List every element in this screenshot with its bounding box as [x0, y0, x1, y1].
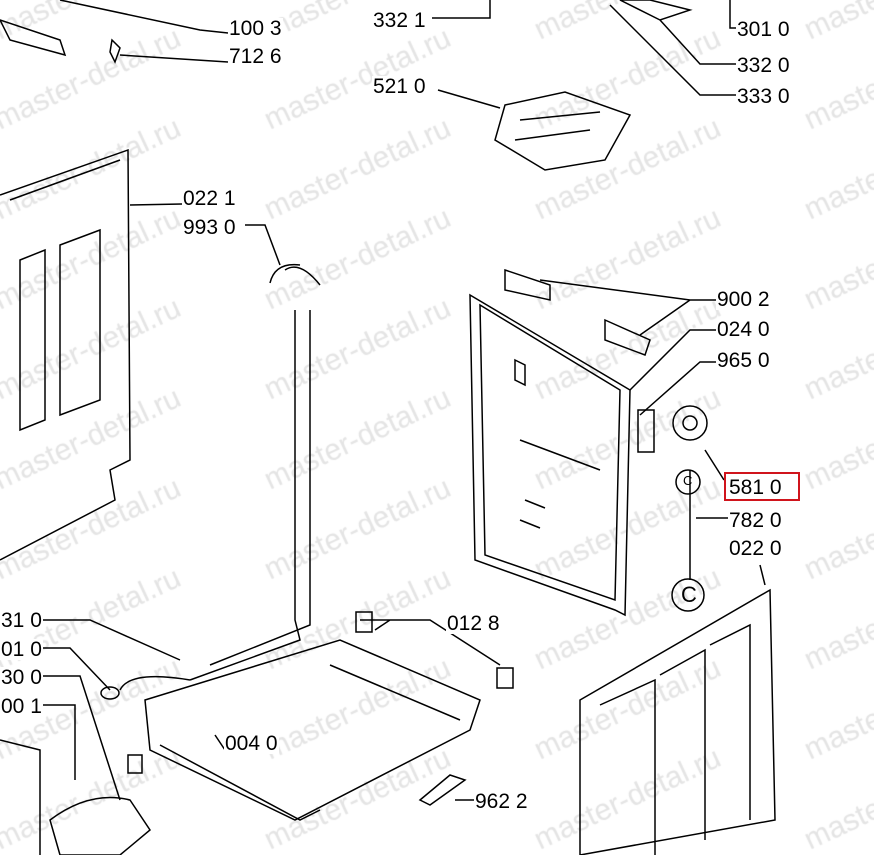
- circle-marker-c1: [675, 469, 701, 495]
- label-962-2[interactable]: 962 2: [474, 790, 529, 813]
- label-965-0[interactable]: 965 0: [716, 349, 771, 372]
- foot-012-8: [355, 611, 373, 633]
- base-frame-004-0: [144, 639, 481, 821]
- label-301-0[interactable]: 301 0: [736, 18, 791, 41]
- highlight-box: [724, 472, 800, 501]
- label-332-1[interactable]: 332 1: [372, 9, 427, 32]
- foot: [127, 754, 143, 774]
- leader-332-1: [432, 0, 491, 19]
- leader-993-0: [129, 203, 281, 266]
- circle-marker-c2: [671, 578, 705, 612]
- label-100-3[interactable]: 100 3: [228, 17, 283, 40]
- circle-label-c2: C: [681, 582, 697, 607]
- part-581-0: [672, 405, 708, 441]
- leader-581-782: [689, 449, 766, 586]
- back-panel: [469, 293, 631, 617]
- label-712-6[interactable]: 712 6: [228, 45, 283, 68]
- side-panel-left: [0, 148, 131, 561]
- part-332-0: [609, 0, 736, 96]
- label-333-0[interactable]: 333 0: [736, 85, 791, 108]
- part-712-6: [109, 38, 229, 64]
- label-782-0[interactable]: 782 0: [728, 509, 783, 532]
- leader-lines-left: [30, 619, 181, 801]
- label-022-1[interactable]: 022 1: [182, 187, 237, 210]
- back-panel-detail: [514, 358, 601, 529]
- leader-521-0: [437, 89, 501, 109]
- leader-lines-right: [539, 279, 716, 416]
- label-022-0[interactable]: 022 0: [728, 537, 783, 560]
- label-993-0[interactable]: 993 0: [182, 216, 237, 239]
- part-100-3: [0, 0, 229, 57]
- part-900-2: [504, 268, 651, 356]
- part-581-0-hub: [682, 415, 698, 431]
- label-31-0[interactable]: 31 0: [0, 609, 43, 632]
- circle-label-c1: C: [683, 473, 693, 488]
- label-004-0[interactable]: 004 0: [224, 732, 279, 755]
- part-01-0: [100, 686, 120, 700]
- label-581-0[interactable]: 581 0: [729, 476, 782, 499]
- side-panel-left-detail: [9, 159, 121, 432]
- part-965-0: [637, 409, 655, 453]
- label-332-0[interactable]: 332 0: [736, 54, 791, 77]
- label-900-2[interactable]: 900 2: [716, 288, 771, 311]
- label-30-0[interactable]: 30 0: [0, 666, 43, 689]
- part-00-1: [0, 739, 41, 855]
- part-521-0: [494, 91, 632, 171]
- label-00-1[interactable]: 00 1: [0, 695, 43, 718]
- foot-012-8: [496, 667, 514, 689]
- drain-pump: [49, 796, 151, 855]
- label-024-0[interactable]: 024 0: [716, 318, 771, 341]
- hose-993-0: [119, 263, 321, 691]
- front-panel: [579, 588, 776, 855]
- label-521-0[interactable]: 521 0: [372, 75, 427, 98]
- label-01-0[interactable]: 01 0: [0, 638, 43, 661]
- label-012-8[interactable]: 012 8: [446, 612, 501, 635]
